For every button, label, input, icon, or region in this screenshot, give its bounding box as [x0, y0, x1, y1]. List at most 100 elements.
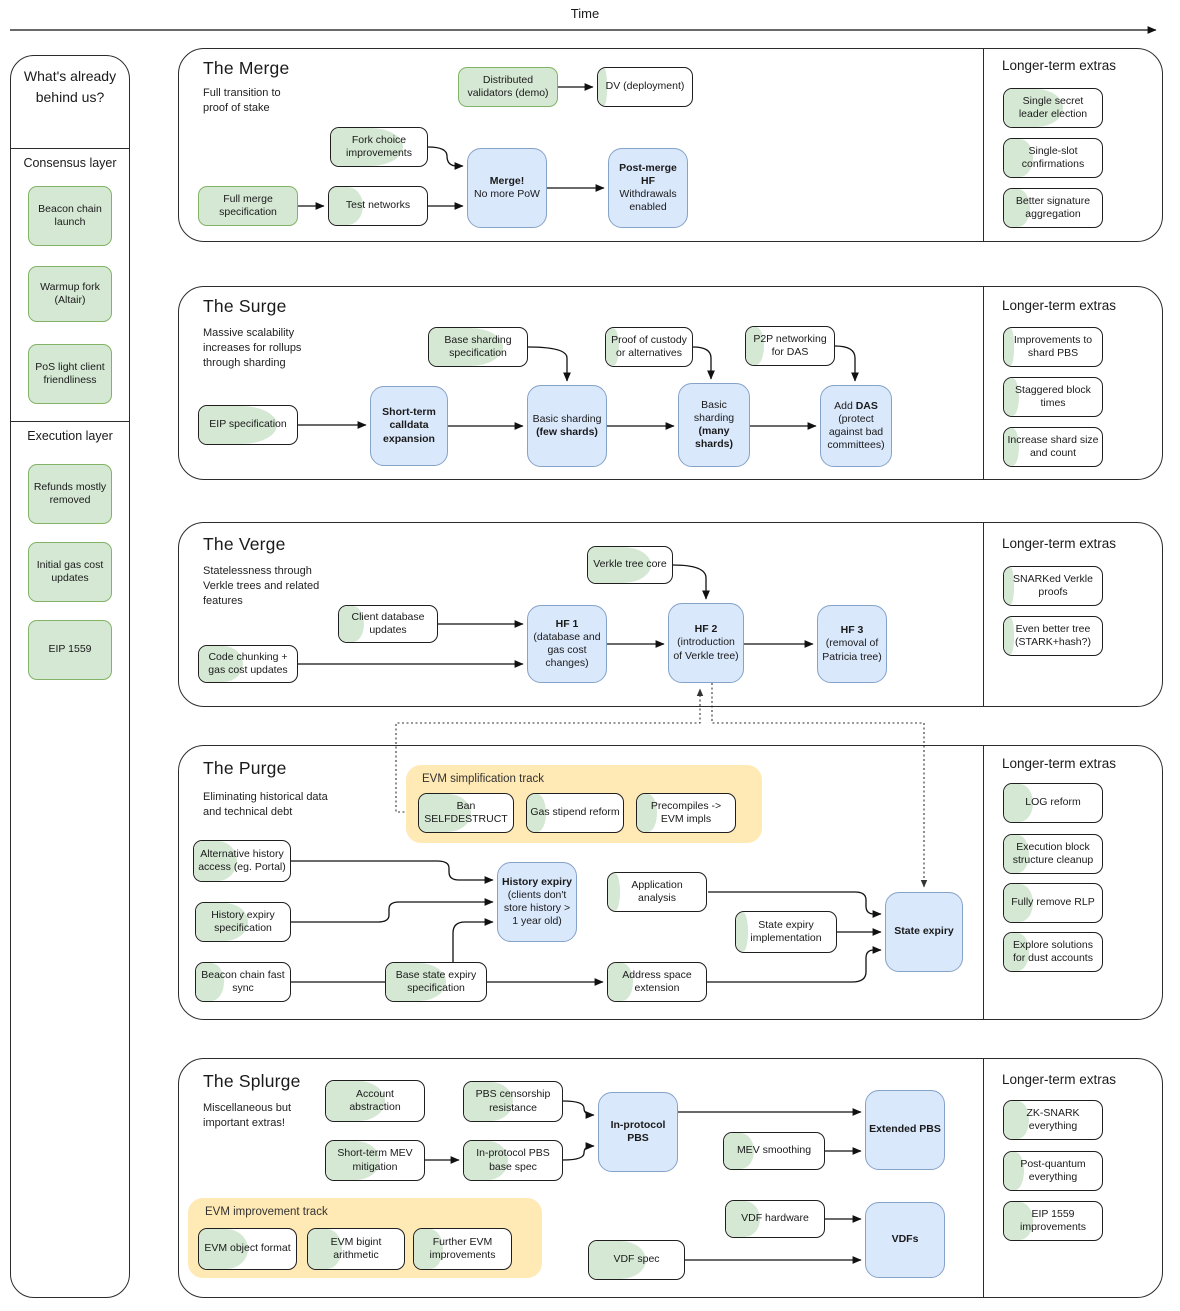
node-evm-bigint-arithmetic: EVM bigint arithmetic — [307, 1228, 405, 1270]
row-extras-divider — [983, 287, 984, 479]
row-the-purge — [178, 745, 1163, 1020]
sidebar-title: What's already behind us? — [23, 68, 117, 105]
node-gas-stipend-reform: Gas stipend reform — [526, 793, 624, 833]
extra-eip-1559-improvements: EIP 1559 improvements — [1003, 1201, 1103, 1241]
node-base-sharding-specification: Base sharding specification — [428, 327, 528, 367]
extra-staggered-block-times: Staggered block times — [1003, 377, 1103, 417]
node-base-state-expiry-specification: Base state expiry specification — [385, 962, 487, 1002]
node-full-merge-specification: Full merge specification — [198, 186, 298, 226]
extra-single-secret-leader-election: Single secret leader election — [1003, 88, 1103, 128]
extra-increase-shard-size-and-count: Increase shard size and count — [1003, 427, 1103, 467]
extra-improvements-to-shard-pbs: Improvements to shard PBS — [1003, 327, 1103, 367]
sidebar-item-pos-light-client-friendliness: PoS light client friendliness — [28, 344, 112, 404]
node-mev-smoothing: MEV smoothing — [723, 1132, 825, 1170]
row-extras-divider — [983, 746, 984, 1019]
extra-better-signature-aggregation: Better signature aggregation — [1003, 188, 1103, 228]
sidebar-divider — [11, 148, 130, 149]
row-title-the-surge: The Surge — [203, 296, 287, 316]
row-extras-divider — [983, 523, 984, 706]
sidebar-section-execution-layer: Execution layer — [27, 429, 113, 443]
sidebar-divider — [11, 421, 130, 422]
time-axis-label: Time — [570, 6, 600, 21]
node-vdf-hardware: VDF hardware — [725, 1200, 825, 1238]
extra-single-slot-confirmations: Single-slot confirmations — [1003, 138, 1103, 178]
node-hf1: HF 1(database and gas cost changes) — [527, 605, 607, 683]
node-vdfs: VDFs — [865, 1202, 945, 1278]
node-application-analysis: Application analysis — [607, 872, 707, 912]
row-title-the-merge: The Merge — [203, 58, 290, 78]
row-title-the-splurge: The Splurge — [203, 1071, 301, 1091]
node-verkle-tree-core: Verkle tree core — [587, 546, 673, 584]
row-desc-the-splurge: Miscellaneous but important extras! — [203, 1102, 292, 1129]
extra-even-better-tree: Even better tree (STARK+hash?) — [1003, 616, 1103, 656]
extra-log-reform: LOG reform — [1003, 783, 1103, 823]
node-test-networks: Test networks — [328, 186, 428, 226]
node-history-expiry: History expiry(clients don't store histo… — [497, 862, 577, 942]
node-precompiles-evm-impls: Precompiles -> EVM impls — [636, 793, 736, 833]
sidebar-item-initial-gas-cost-updates: Initial gas cost updates — [28, 542, 112, 602]
node-distributed-validators-demo: Distributed validators (demo) — [458, 67, 558, 107]
node-ban-selfdestruct: Ban SELFDESTRUCT — [418, 793, 514, 833]
extra-fully-remove-rlp: Fully remove RLP — [1003, 883, 1103, 923]
node-history-expiry-specification: History expiry specification — [195, 902, 291, 942]
node-state-expiry-implementation: State expiry implementation — [735, 911, 837, 953]
node-short-term-mev-mitigation: Short-term MEV mitigation — [325, 1140, 425, 1181]
node-vdf-spec: VDF spec — [588, 1240, 685, 1280]
sidebar-panel — [10, 55, 130, 1298]
row-the-merge — [178, 48, 1163, 242]
sidebar-item-beacon-chain-launch: Beacon chain launch — [28, 186, 112, 246]
node-pbs-censorship-resistance: PBS censorship resistance — [463, 1081, 563, 1122]
node-p2p-networking-for-das: P2P networking for DAS — [745, 326, 835, 366]
row-desc-the-purge: Eliminating historical data and technica… — [203, 791, 328, 818]
row-title-the-purge: The Purge — [203, 758, 287, 778]
row-the-surge — [178, 286, 1163, 480]
node-evm-object-format: EVM object format — [198, 1228, 297, 1270]
node-client-database-updates: Client database updates — [338, 605, 438, 643]
node-basic-sharding-many-shards: Basic sharding(many shards) — [678, 383, 750, 467]
sidebar-item-eip-1559: EIP 1559 — [28, 620, 112, 680]
evm-simplification-track-label: EVM simplification track — [422, 773, 545, 785]
row-extras-divider — [983, 1059, 984, 1297]
sidebar-item-refunds-mostly-removed: Refunds mostly removed — [28, 464, 112, 524]
node-dv-deployment: DV (deployment) — [597, 67, 693, 107]
node-eip-specification: EIP specification — [198, 405, 298, 445]
node-proof-of-custody-or-alternatives: Proof of custody or alternatives — [605, 327, 693, 367]
extra-explore-solutions-for-dust-accounts: Explore solutions for dust accounts — [1003, 932, 1103, 972]
extras-title: Longer-term extras — [1002, 536, 1117, 551]
row-the-verge — [178, 522, 1163, 707]
sidebar-item-warmup-fork-altair: Warmup fork (Altair) — [28, 266, 112, 322]
row-extras-divider — [983, 49, 984, 241]
row-desc-the-surge: Massive scalability increases for rollup… — [203, 327, 302, 369]
node-beacon-chain-fast-sync: Beacon chain fast sync — [195, 962, 291, 1002]
node-hf2: HF 2(introduction of Verkle tree) — [668, 603, 744, 683]
extra-zk-snark-everything: ZK-SNARK everything — [1003, 1100, 1103, 1140]
node-code-chunking-gas-cost-updates: Code chunking + gas cost updates — [198, 645, 298, 683]
node-short-term-calldata-expansion: Short-term calldata expansion — [370, 386, 448, 466]
node-address-space-extension: Address space extension — [607, 962, 707, 1002]
node-add-das: Add DAS(protect against bad committees) — [820, 385, 892, 467]
extra-execution-block-structure-cleanup: Execution block structure cleanup — [1003, 834, 1103, 874]
row-the-splurge — [178, 1058, 1163, 1298]
node-in-protocol-pbs-base-spec: In-protocol PBS base spec — [463, 1140, 563, 1181]
node-merge-milestone: Merge!No more PoW — [467, 148, 547, 228]
node-hf3: HF 3(removal of Patricia tree) — [817, 605, 887, 683]
evm-improvement-track-label: EVM improvement track — [205, 1206, 328, 1218]
extra-snarked-verkle-proofs: SNARKed Verkle proofs — [1003, 566, 1103, 606]
extras-title: Longer-term extras — [1002, 1072, 1117, 1087]
extras-title: Longer-term extras — [1002, 58, 1117, 73]
node-account-abstraction: Account abstraction — [325, 1080, 425, 1122]
extra-post-quantum-everything: Post-quantum everything — [1003, 1151, 1103, 1191]
node-fork-choice-improvements: Fork choice improvements — [330, 127, 428, 167]
row-title-the-verge: The Verge — [203, 534, 286, 554]
node-further-evm-improvements: Further EVM improvements — [413, 1228, 512, 1270]
node-in-protocol-pbs: In-protocol PBS — [598, 1092, 678, 1172]
node-extended-pbs: Extended PBS — [865, 1090, 945, 1170]
row-desc-the-verge: Statelessness through Verkle trees and r… — [203, 565, 320, 607]
node-alternative-history-access: Alternative history access (eg. Portal) — [193, 840, 291, 882]
node-state-expiry: State expiry — [885, 892, 963, 972]
extras-title: Longer-term extras — [1002, 298, 1117, 313]
extras-title: Longer-term extras — [1002, 756, 1117, 771]
sidebar-section-consensus-layer: Consensus layer — [23, 156, 117, 170]
